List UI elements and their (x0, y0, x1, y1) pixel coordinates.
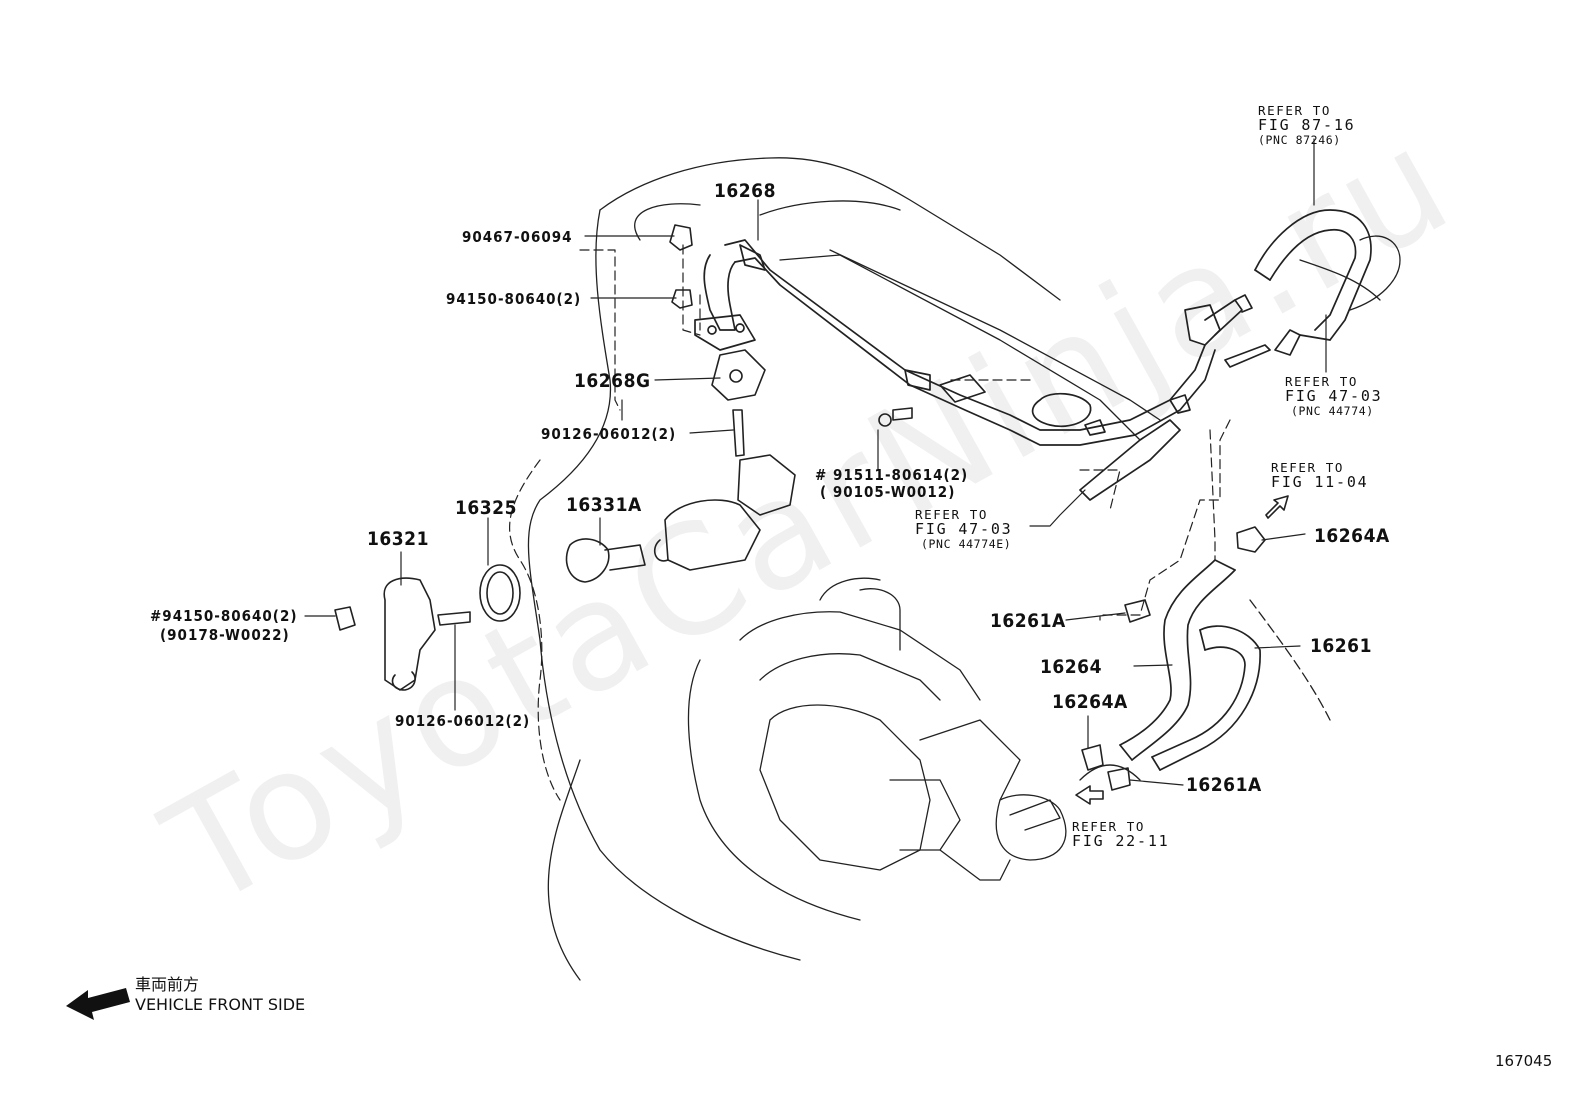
dashed-lines (509, 244, 1231, 801)
leader-lines (304, 138, 1327, 786)
part-label-16264: 16264 (1040, 656, 1102, 678)
part-label-90467-06094: 90467-06094 (462, 228, 573, 246)
refer-line-1: REFER TO (1258, 103, 1332, 118)
refer-line-3: (PNC 44774E) (921, 537, 1012, 551)
part-label-16321: 16321 (367, 528, 429, 550)
part-label-16325: 16325 (455, 497, 517, 519)
arrow-left-small-icon (1075, 785, 1104, 805)
part-label-90178-w0022: (90178-W0022) (160, 626, 290, 644)
refer-note-fig-87-16: REFER TO FIG 87-16 (PNC 87246) (1258, 103, 1355, 148)
figure-code: 167045 (1495, 1052, 1553, 1070)
refer-line-1: REFER TO (1271, 460, 1345, 475)
vehicle-front-legend: 車両前方 VEHICLE FRONT SIDE (135, 975, 305, 1015)
part-label-90105-w0012: ( 90105-W0012) (820, 483, 956, 501)
part-label-94150-80640-top: 94150-80640(2) (446, 290, 582, 308)
refer-line-2: FIG 87-16 (1258, 116, 1356, 134)
refer-line-1: REFER TO (1072, 819, 1146, 834)
part-label-16261A-bottom: 16261A (1186, 774, 1262, 796)
part-label-16261A-top: 16261A (990, 610, 1066, 632)
refer-note-fig-11-04: REFER TO FIG 11-04 (1271, 460, 1368, 490)
refer-line-1: REFER TO (1285, 374, 1359, 389)
part-label-16264A-top: 16264A (1314, 525, 1390, 547)
refer-line-1: REFER TO (915, 507, 989, 522)
part-label-16331A: 16331A (566, 494, 642, 516)
part-label-90126-06012-bottom: 90126-06012(2) (395, 712, 531, 730)
refer-line-2: FIG 47-03 (915, 520, 1013, 538)
refer-note-fig-47-03-pnc-44774: REFER TO FIG 47-03 (PNC 44774) (1285, 374, 1382, 419)
part-label-94150-80640-left: #94150-80640(2) (150, 607, 298, 625)
vehicle-front-en: VEHICLE FRONT SIDE (135, 995, 306, 1014)
refer-line-2: FIG 11-04 (1271, 473, 1369, 491)
part-label-16261: 16261 (1310, 635, 1372, 657)
refer-line-3: (PNC 44774) (1291, 404, 1374, 418)
refer-line-2: FIG 47-03 (1285, 387, 1383, 405)
small-parts (334, 224, 1266, 791)
part-label-91511-80614: # 91511-80614(2) (815, 466, 969, 484)
upper-hoses (1079, 209, 1372, 501)
arrow-up-right-icon (1265, 495, 1289, 519)
part-label-16268: 16268 (714, 180, 776, 202)
lower-hoses (1119, 559, 1261, 771)
refer-line-2: FIG 22-11 (1072, 832, 1170, 850)
refer-line-3: (PNC 87246) (1258, 133, 1341, 147)
refer-note-fig-22-11: REFER TO FIG 22-11 (1072, 819, 1169, 849)
arrow-left-icon (66, 988, 130, 1020)
refer-note-fig-47-03-pnc-44774e: REFER TO FIG 47-03 (PNC 44774E) (915, 507, 1012, 552)
bypass-pipe-16268 (694, 239, 1271, 446)
vehicle-front-jp: 車両前方 (135, 975, 200, 994)
part-label-90126-06012-top: 90126-06012(2) (541, 425, 677, 443)
part-label-16268G: 16268G (574, 370, 651, 392)
engine-outline (527, 157, 1401, 981)
part-label-16264A-bottom: 16264A (1052, 691, 1128, 713)
